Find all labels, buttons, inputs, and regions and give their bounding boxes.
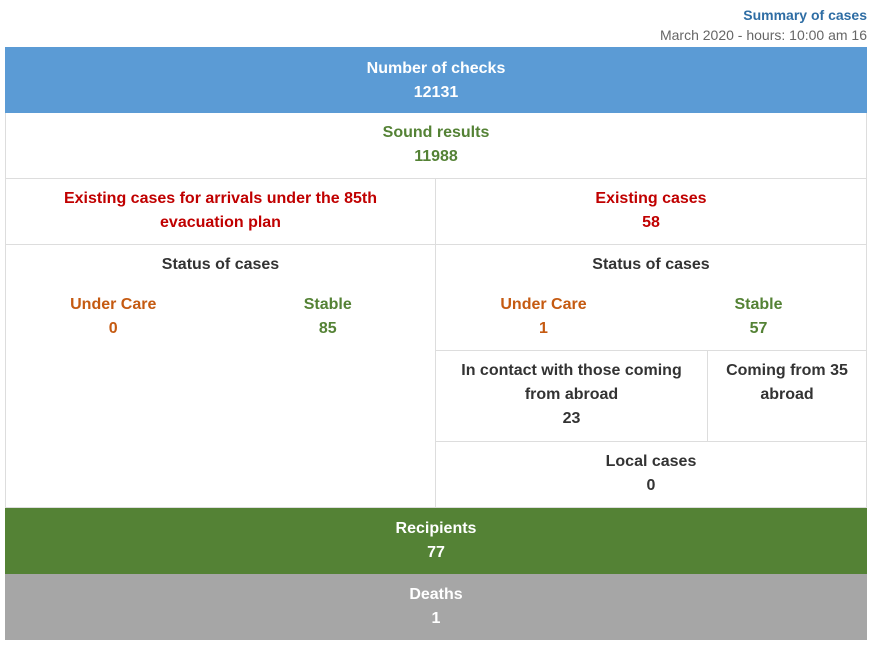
- existing-cases-value: 58: [642, 214, 660, 231]
- contact-abroad-cell: In contact with those coming from abroad…: [436, 351, 708, 441]
- existing-cases-label: Existing cases: [595, 190, 707, 207]
- left-stable-value: 85: [318, 320, 337, 337]
- status-right-top: Status of cases Under Care 1 Stable 57: [436, 245, 866, 351]
- summary-title: Summary of cases: [743, 7, 867, 23]
- right-under-care-value: 1: [539, 320, 548, 337]
- deaths-band: Deaths 1: [5, 574, 867, 640]
- checks-band: Number of checks 12131: [5, 47, 867, 113]
- recipients-band: Recipients 77: [5, 508, 867, 574]
- coming-abroad-label: Coming from 35 abroad: [726, 362, 848, 403]
- summary-timestamp: March 2020 - hours: 10:00 am 16: [659, 27, 867, 43]
- deaths-label: Deaths: [409, 586, 463, 603]
- status-right-breakdown: In contact with those coming from abroad…: [436, 351, 866, 442]
- local-cases-value: 0: [646, 477, 656, 494]
- local-cases-label: Local cases: [605, 453, 697, 470]
- local-cases-cell: Local cases 0: [436, 442, 866, 506]
- deaths-value: 1: [431, 610, 441, 627]
- page-header: Summary of cases March 2020 - hours: 10:…: [660, 6, 867, 44]
- status-right-cell: Status of cases Under Care 1 Stable 57 I…: [436, 245, 867, 508]
- checks-value: 12131: [413, 84, 459, 101]
- right-stable-label: Stable: [734, 296, 783, 313]
- left-under-care-label: Under Care: [70, 296, 157, 313]
- sound-results-label: Sound results: [382, 124, 490, 141]
- evacuation-cases-label: Existing cases for arrivals under the 85…: [63, 190, 377, 231]
- sound-results-value: 11988: [414, 148, 458, 165]
- status-right-title: Status of cases: [592, 256, 710, 273]
- contact-abroad-value: 23: [562, 410, 581, 427]
- checks-label: Number of checks: [366, 60, 506, 77]
- status-left-title: Status of cases: [161, 256, 280, 273]
- left-under-care: Under Care 0: [6, 293, 221, 341]
- recipients-label: Recipients: [395, 520, 477, 537]
- left-stable-label: Stable: [303, 296, 352, 313]
- right-stable: Stable 57: [651, 293, 866, 341]
- status-left-cell: Status of cases Under Care 0 Stable 85: [5, 245, 436, 508]
- right-under-care: Under Care 1: [436, 293, 651, 341]
- left-under-care-value: 0: [108, 320, 118, 337]
- sound-results-cell: Sound results 11988: [5, 113, 867, 179]
- right-under-care-label: Under Care: [500, 296, 587, 313]
- existing-cases-cell: Existing cases 58: [436, 179, 867, 245]
- right-stable-value: 57: [749, 320, 768, 337]
- evacuation-cases-cell: Existing cases for arrivals under the 85…: [5, 179, 436, 245]
- contact-abroad-label: In contact with those coming from abroad: [461, 362, 682, 403]
- left-stable: Stable 85: [221, 293, 436, 341]
- cases-summary-table: Number of checks 12131 Sound results 119…: [5, 47, 867, 640]
- coming-abroad-cell: Coming from 35 abroad: [708, 351, 866, 441]
- recipients-value: 77: [427, 544, 445, 561]
